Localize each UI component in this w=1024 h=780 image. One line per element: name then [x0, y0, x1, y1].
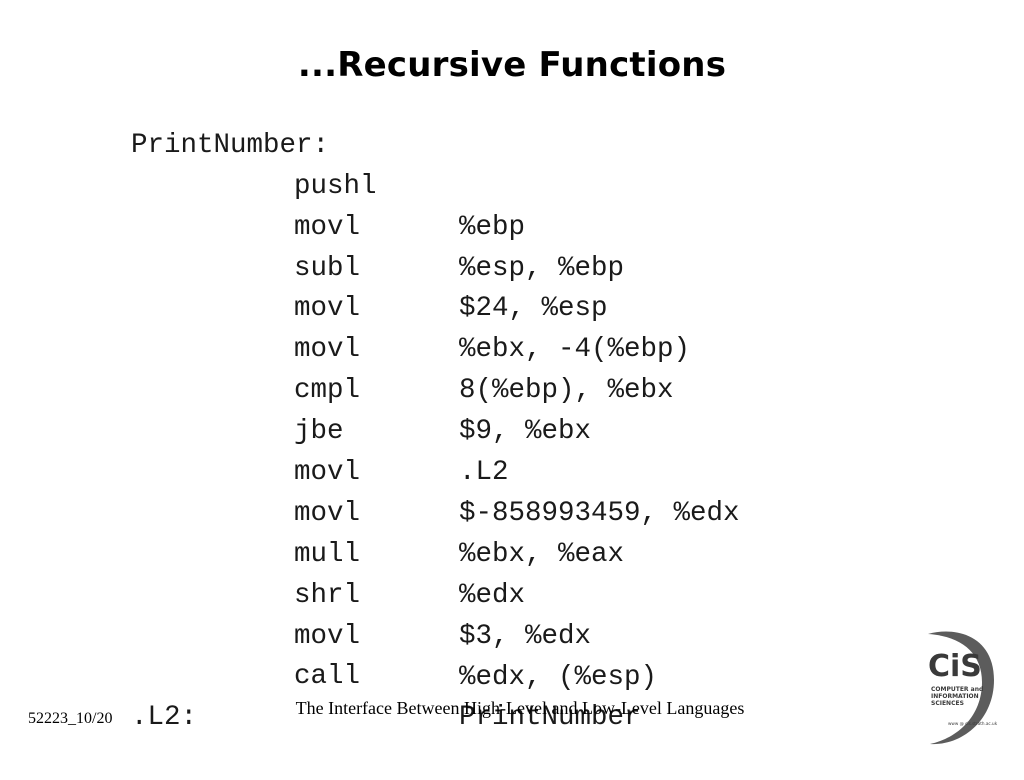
code-mnemonic: movl [294, 457, 361, 489]
code-label: PrintNumber: [131, 129, 330, 161]
logo-swoosh [928, 631, 994, 745]
slide-title: ...Recursive Functions [297, 45, 727, 85]
code-mnemonic: shrl [294, 579, 361, 611]
logo-line-2: INFORMATION [931, 693, 979, 700]
code-mnemonic: mull [294, 538, 361, 570]
logo-line-1: COMPUTER and [931, 686, 983, 693]
code-label: .L2: [131, 702, 198, 734]
code-mnemonic: movl [294, 334, 361, 366]
code-operand: %ebx, -4(%ebp) [459, 334, 691, 366]
code-operand: $24, %esp [459, 293, 608, 325]
code-mnemonic: movl [294, 211, 361, 243]
code-line: call PrintNumber [0, 617, 900, 733]
code-mnemonic: cmpl [294, 375, 361, 407]
code-mnemonic: call [294, 661, 361, 693]
code-operand: $-858993459, %edx [459, 497, 740, 529]
code-line: movl $-858993459, %edx [0, 412, 900, 529]
logo-url: www @ cis.strath.ac.uk [948, 721, 998, 726]
code-line: movl 8(%ebp), %ebx [0, 289, 900, 406]
code-line: cmpl $9, %ebx [0, 330, 900, 447]
code-line: mull %edx [0, 494, 900, 611]
code-mnemonic: jbe [294, 416, 344, 448]
code-operand: PrintNumber [459, 702, 641, 734]
code-listing: PrintNumber: pushl %ebp movl %esp, %ebp … [0, 85, 900, 733]
code-line: pushl %ebp [0, 126, 900, 243]
code-mnemonic: movl [294, 620, 361, 652]
code-mnemonic: movl [294, 293, 361, 325]
code-mnemonic: subl [294, 252, 361, 284]
code-operand: %ebx, %eax [459, 538, 625, 570]
code-operand: 8(%ebp), %ebx [459, 375, 674, 407]
code-operand: %ebp [459, 211, 526, 243]
code-operand: %edx, (%esp) [459, 661, 658, 693]
code-operand: $9, %ebx [459, 416, 592, 448]
code-line: movl %ebx, -4(%ebp) [0, 249, 900, 365]
code-operand: $3, %edx [459, 620, 592, 652]
logo-line-3: SCIENCES [931, 700, 964, 707]
code-line: movl %esp, %ebp [0, 167, 900, 284]
code-line: movl %ebx, %eax [0, 453, 900, 570]
code-operand: %esp, %ebp [459, 252, 625, 284]
cis-logo: CiS COMPUTER and INFORMATION SCIENCES ww… [928, 631, 998, 745]
code-line: PrintNumber: [0, 85, 900, 161]
code-mnemonic: pushl [294, 170, 377, 202]
logo-text: CiS [928, 649, 982, 684]
slide-number: 52223_10/20 [28, 710, 113, 727]
code-line: subl $24, %esp [0, 208, 900, 325]
code-line: .L2: [0, 657, 900, 733]
code-line: jbe .L2 [0, 371, 900, 488]
slide-footer: The Interface Between High-Level and Low… [295, 698, 745, 718]
code-mnemonic: movl [294, 497, 361, 529]
code-line: movl %edx, (%esp) [0, 576, 900, 693]
code-operand: %edx [459, 579, 526, 611]
code-operand: .L2 [459, 457, 509, 489]
code-line: shrl $3, %edx [0, 535, 900, 652]
